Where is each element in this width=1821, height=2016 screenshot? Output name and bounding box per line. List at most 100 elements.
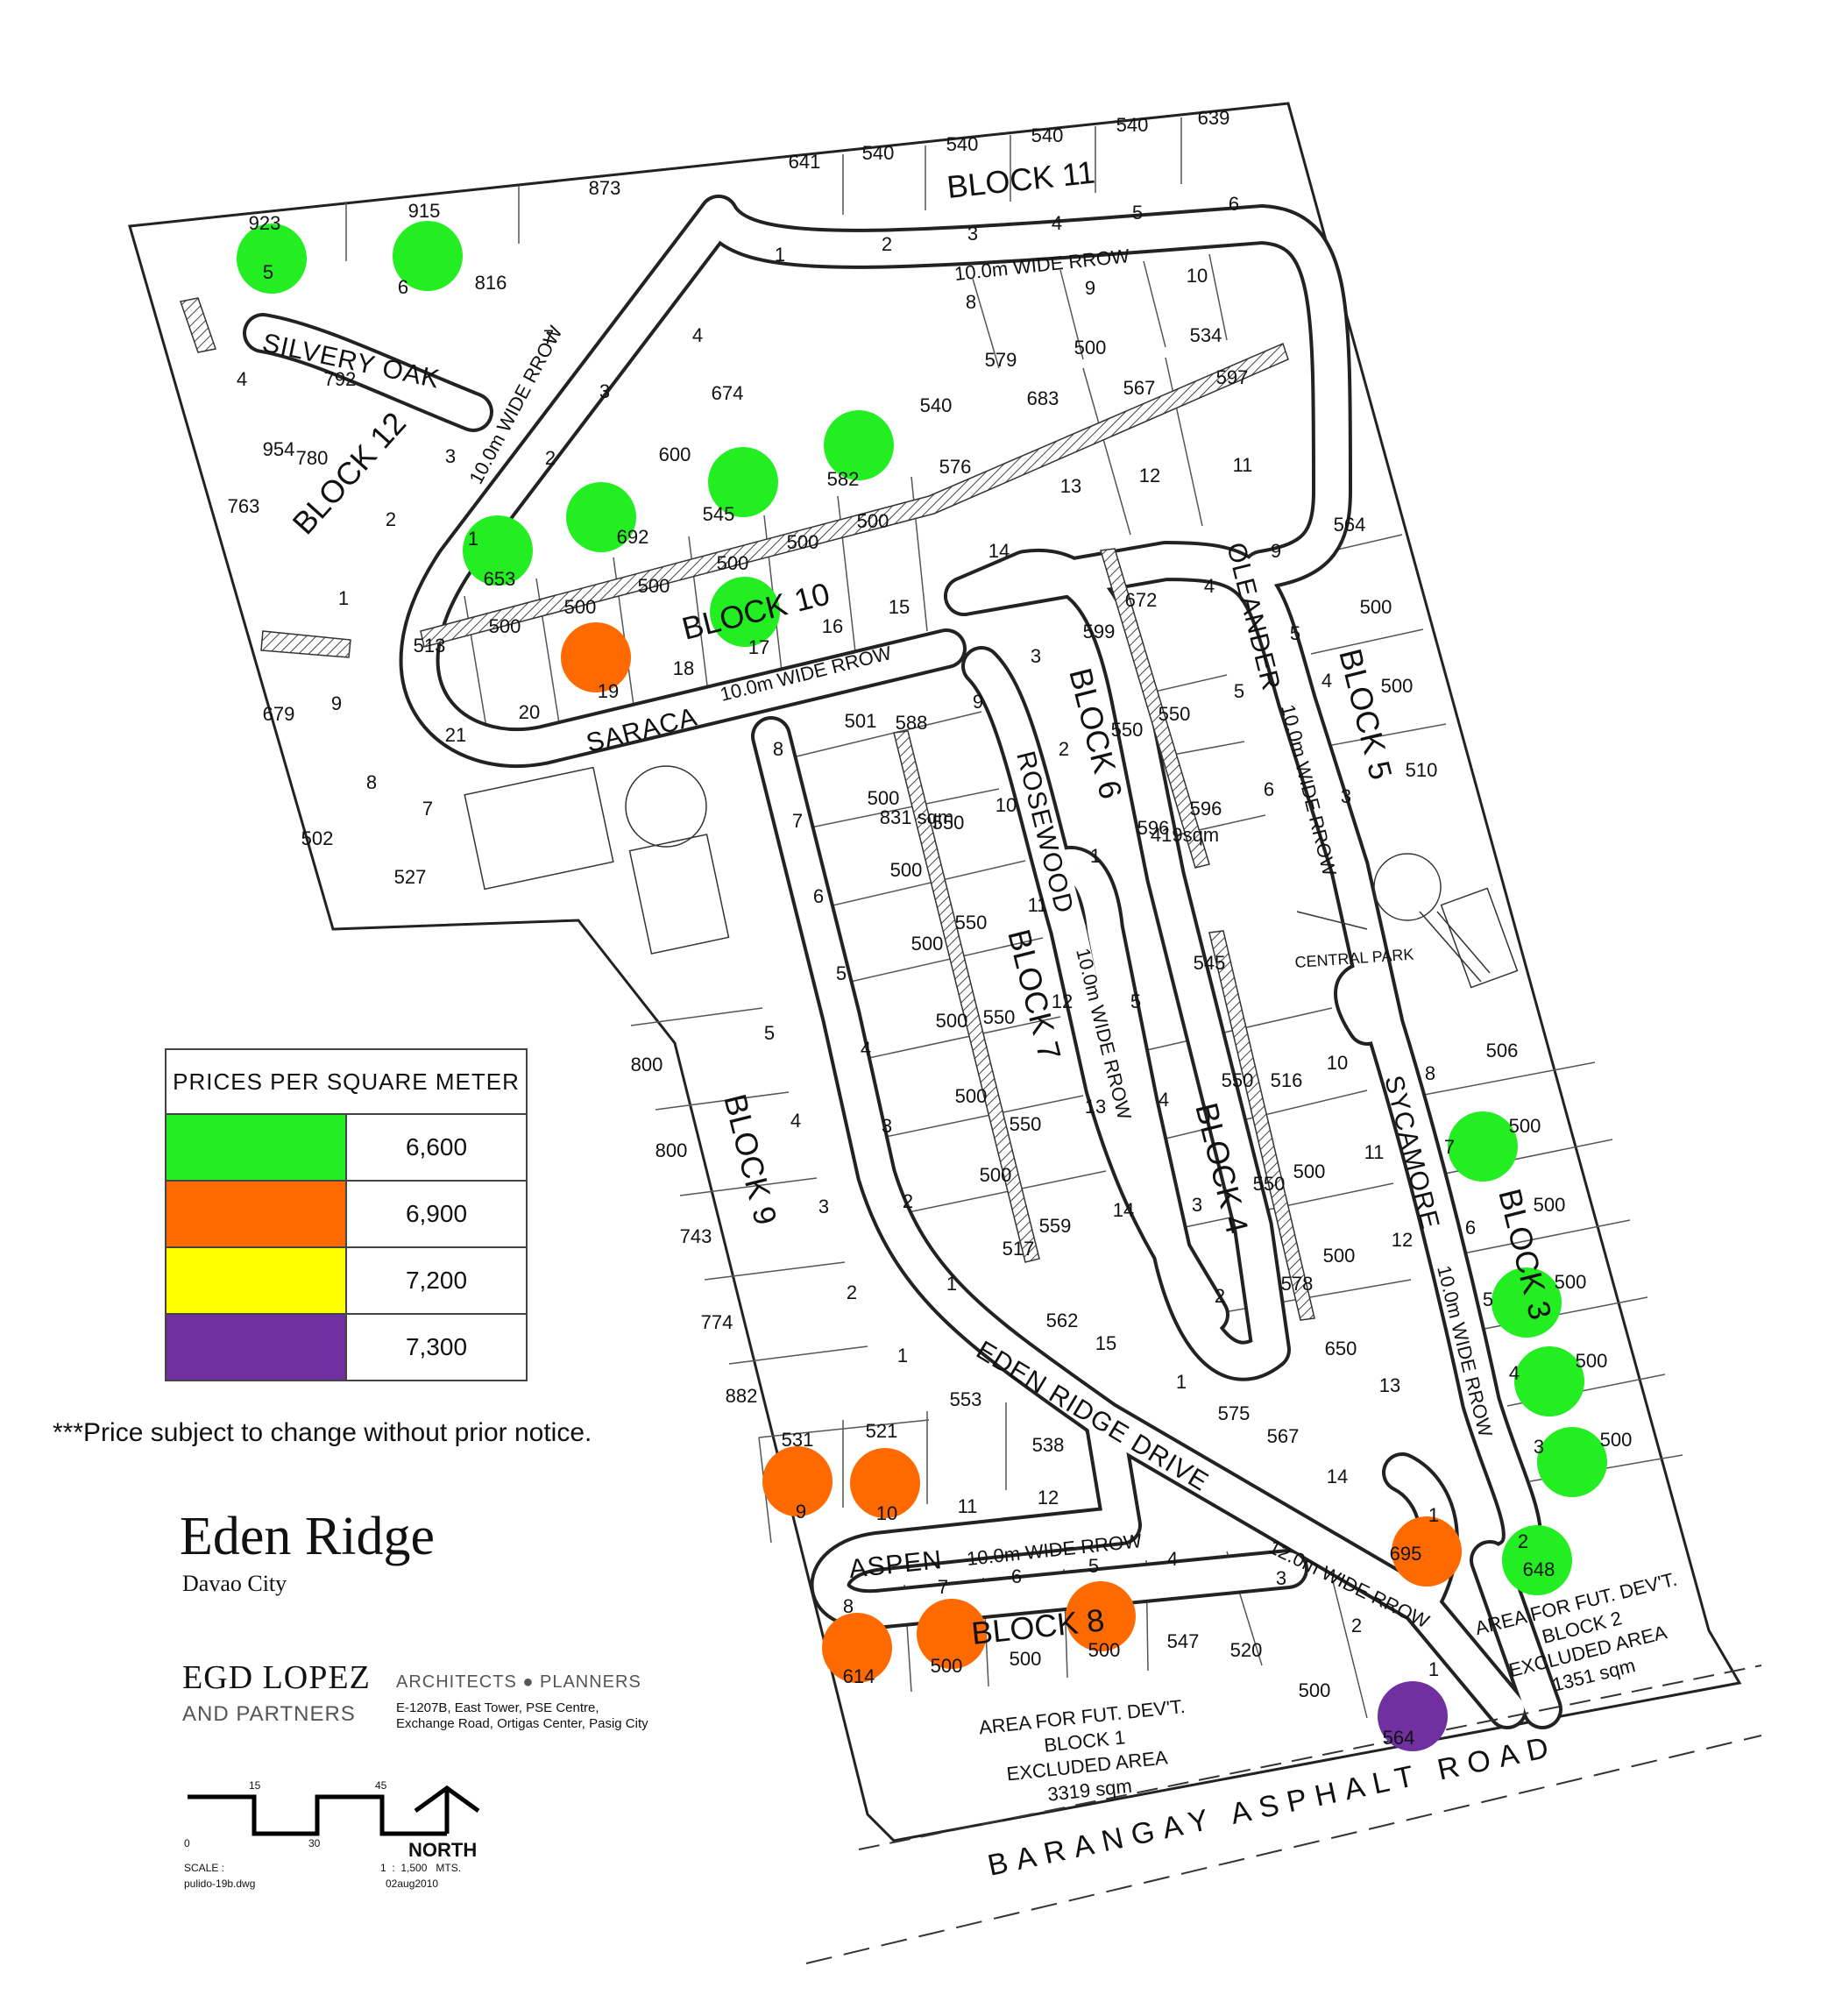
- lot-number-label: 9: [331, 692, 342, 714]
- lot-number-label: 650: [1325, 1338, 1357, 1359]
- lot-number-label: 2: [545, 447, 556, 469]
- lot-number-label: 800: [631, 1054, 663, 1075]
- lot-number-label: 11: [1364, 1141, 1385, 1163]
- project-location: Davao City: [182, 1571, 287, 1596]
- lot-number-label: 12: [1139, 465, 1160, 486]
- scale-tick-0: 0: [184, 1837, 190, 1849]
- lot-number-label: 600: [659, 444, 691, 465]
- lot-number-label: 500: [1381, 675, 1414, 697]
- lot-number-label: 831 sqm: [880, 806, 953, 828]
- road-network: [243, 195, 1562, 1729]
- lot-number-label: 8: [966, 291, 976, 313]
- lot-number-label: 8: [773, 738, 783, 760]
- lot-number-label: 540: [1116, 114, 1149, 136]
- lot-number-label: 648: [1523, 1558, 1555, 1580]
- lot-number-label: 614: [843, 1665, 875, 1687]
- lot-number-label: 1: [1428, 1504, 1439, 1526]
- lot-number-label: 10: [1187, 265, 1208, 287]
- lot-number-label: 19: [598, 680, 619, 702]
- lot-number-label: 1: [1090, 845, 1101, 867]
- lot-number-label: 3: [818, 1196, 829, 1217]
- lot-price-marker: [561, 622, 631, 692]
- lot-number-label: 14: [1113, 1199, 1134, 1221]
- lot-number-label: 13: [1060, 475, 1081, 497]
- lot-number-label: 816: [475, 272, 507, 294]
- legend-swatch: [167, 1182, 347, 1246]
- lot-number-label: 500: [955, 1085, 988, 1107]
- lot-number-label: 12: [1052, 990, 1073, 1012]
- lot-number-label: 16: [822, 615, 843, 637]
- lot-price-marker: [1066, 1581, 1136, 1651]
- legend-row: 7,300: [167, 1315, 526, 1380]
- lot-number-label: 500: [936, 1010, 968, 1032]
- lot-number-label: 679: [263, 703, 295, 725]
- lot-number-label: 6: [1229, 193, 1239, 215]
- lot-number-label: 683: [1027, 387, 1059, 409]
- lot-number-label: 14: [1327, 1466, 1348, 1487]
- lot-number-label: 20: [519, 701, 540, 723]
- lot-number-label: 653: [484, 568, 516, 590]
- lot-number-label: 550: [1158, 703, 1191, 725]
- lot-number-label: 500: [1010, 1648, 1042, 1670]
- lot-number-label: 5: [1088, 1555, 1099, 1577]
- lot-number-label: 500: [1360, 596, 1392, 618]
- lot-number-label: 599: [1083, 621, 1116, 642]
- lot-price-marker: [463, 515, 533, 586]
- lot-number-label: 1: [946, 1273, 957, 1295]
- lot-number-label: 4: [1052, 212, 1062, 234]
- lot-price-marker: [822, 1613, 892, 1683]
- lot-number-label: 534: [1190, 324, 1222, 346]
- firm-address-2: Exchange Road, Ortigas Center, Pasig Cit…: [396, 1716, 648, 1731]
- lot-number-label: 597: [1216, 366, 1249, 388]
- lot-price-marker: [762, 1446, 833, 1516]
- price-disclaimer: ***Price subject to change without prior…: [53, 1418, 592, 1447]
- lot-number-label: 695: [1390, 1543, 1422, 1565]
- road-label-eden-ridge-drive: EDEN RIDGE DRIVE: [971, 1336, 1213, 1497]
- lot-number-label: 550: [1111, 719, 1144, 741]
- lot-number-label: 9: [1271, 540, 1281, 562]
- lot-price-marker: [1448, 1111, 1518, 1182]
- scale-label: SCALE :: [184, 1862, 225, 1874]
- lot-number-label: 763: [228, 495, 260, 517]
- lot-number-label: 1: [338, 587, 349, 609]
- lot-number-label: 562: [1046, 1310, 1079, 1331]
- lot-number-label: 641: [789, 151, 821, 173]
- future-dev-block1: AREA FOR FUT. DEV'T. BLOCK 1 EXCLUDED AR…: [978, 1695, 1187, 1806]
- lot-number-label: 2: [1351, 1615, 1362, 1636]
- lot-number-label: 553: [950, 1388, 982, 1410]
- lot-number-label: 578: [1281, 1273, 1314, 1295]
- lot-number-label: 564: [1383, 1727, 1415, 1749]
- drawing-date: 02aug2010: [386, 1878, 439, 1890]
- project-title: Eden Ridge: [180, 1507, 435, 1566]
- lot-number-label: 2: [882, 233, 892, 255]
- lot-number-label: 672: [1125, 589, 1158, 611]
- lot-number-label: 500: [1299, 1679, 1331, 1701]
- lot-number-label: 10: [1327, 1052, 1348, 1074]
- block-label-9: BLOCK 9: [717, 1090, 784, 1228]
- lot-number-label: 5: [1130, 990, 1141, 1012]
- lot-number-label: 923: [249, 212, 281, 234]
- lot-number-label: 500: [564, 596, 597, 618]
- legend-price: 6,900: [405, 1200, 468, 1227]
- price-legend: PRICES PER SQUARE METER 6,600 6,900 7,20…: [165, 1048, 528, 1381]
- lot-number-label: 3: [445, 445, 456, 467]
- lot-price-marker: [1392, 1516, 1462, 1587]
- lot-number-label: 516: [1271, 1069, 1303, 1091]
- lot-number-label: 567: [1123, 377, 1156, 399]
- lot-number-label: 540: [1031, 124, 1064, 146]
- lot-number-label: 9: [1085, 277, 1095, 299]
- lot-number-label: 564: [1334, 514, 1366, 536]
- lot-number-label: 15: [1095, 1332, 1116, 1354]
- lot-number-label: 11: [1028, 894, 1048, 916]
- lot-number-label: 915: [408, 200, 441, 222]
- lot-number-label: 3: [1031, 645, 1041, 667]
- scale-ratio: 1 : 1,500 MTS.: [380, 1862, 462, 1874]
- lot-number-label: 527: [394, 866, 427, 888]
- scale-tick-30: 30: [308, 1837, 321, 1849]
- lot-number-label: 6: [1011, 1565, 1022, 1587]
- lot-number-label: 540: [946, 133, 979, 155]
- lot-number-label: 517: [1003, 1238, 1035, 1260]
- lot-price-marker: [917, 1599, 987, 1669]
